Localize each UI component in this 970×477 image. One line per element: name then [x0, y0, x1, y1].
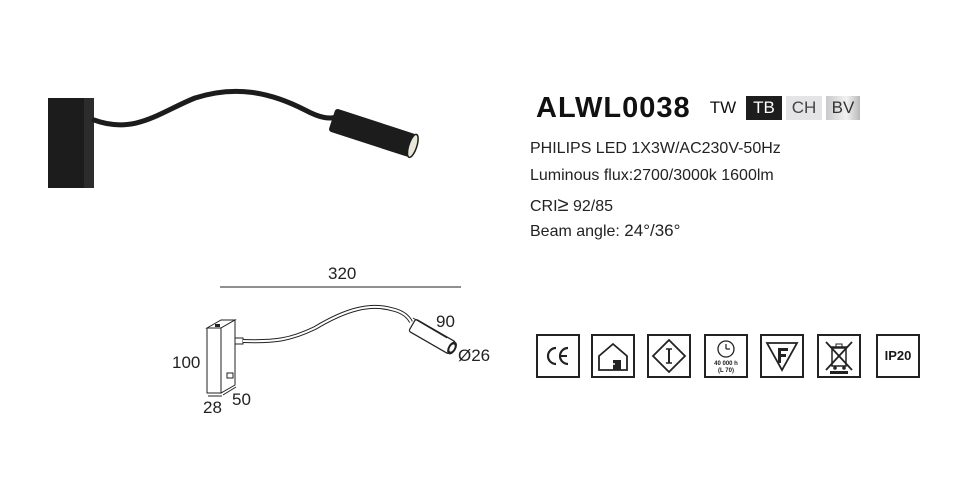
dimension-width: 50: [232, 390, 251, 409]
ip-rating-badge: IP20: [876, 334, 920, 378]
cri-symbol: ≥: [557, 194, 569, 216]
spec-luminous-flux: Luminous flux:2700/3000k 1600lm: [530, 167, 774, 184]
weee-bin-icon: [817, 334, 861, 378]
lifetime-hours: 40 000 h: [714, 361, 738, 367]
ce-mark-icon: [536, 334, 580, 378]
finish-chip-ch: CH: [786, 96, 822, 120]
f-mark-icon: [760, 334, 804, 378]
cri-label: CRI: [530, 198, 558, 215]
spec-cri: CRI≥ 92/85: [530, 194, 613, 217]
product-photo: [48, 88, 419, 188]
technical-drawing: [205, 286, 461, 397]
lifetime-clock-icon: 40 000 h (L 70): [704, 334, 748, 378]
cri-value: 92/85: [568, 198, 614, 215]
finish-chip-tw: TW: [704, 96, 742, 120]
spec-power: PHILIPS LED 1X3W/AC230V-50Hz: [530, 140, 781, 157]
class-one-icon: [647, 334, 691, 378]
dimension-depth: 28: [203, 398, 222, 417]
dimension-head-diameter: Ø26: [458, 346, 491, 365]
spec-beam-angle: Beam angle: 24°/36°: [530, 221, 680, 241]
lifetime-rating: (L 70): [718, 368, 734, 374]
finish-chip-bv: BV: [826, 96, 860, 120]
indoor-use-icon: [591, 334, 635, 378]
beam-value: 24°/36°: [624, 221, 681, 240]
product-code: ALWL0038: [536, 92, 691, 124]
finish-chip-tb: TB: [746, 96, 782, 120]
dimension-height: 100: [172, 353, 201, 372]
dimension-head-length: 90: [436, 312, 455, 331]
beam-label: Beam angle:: [530, 223, 620, 240]
dimension-length: 320: [328, 264, 357, 283]
